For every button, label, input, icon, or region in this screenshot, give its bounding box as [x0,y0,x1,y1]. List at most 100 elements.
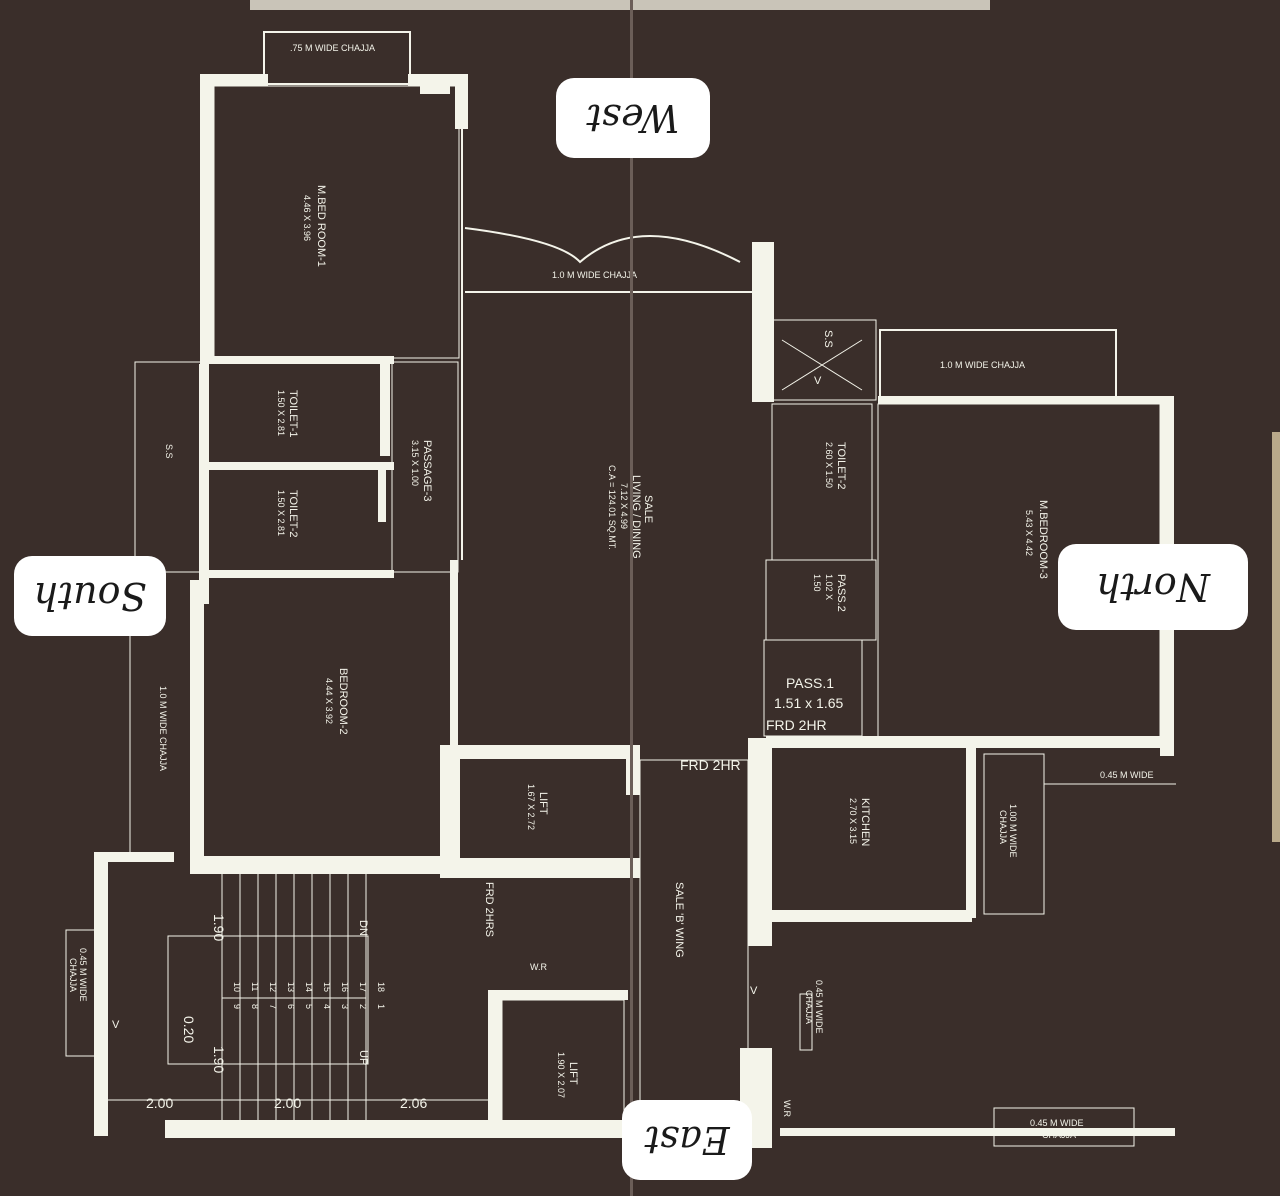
walls [94,74,1175,1148]
stair-numbers: 10 11 12 13 14 15 16 17 18 9 8 7 6 5 4 3… [232,982,386,1009]
wide-045-right: 0.45 M WIDE [1100,770,1154,780]
wall-toilet1-right [380,356,390,456]
lift1-name: LIFT [537,792,549,815]
wall-mbed3-top [878,396,1174,404]
chajja-045-bottom-2: CHAJJA [1042,1130,1076,1140]
stair-num-upper-6: 16 [340,982,350,992]
wall-kitchen-bottom [772,910,972,922]
stair-num-upper-4: 14 [304,982,314,992]
v-marker-3: V [814,375,822,387]
ss-left-box [134,361,206,573]
stair-num-lower-5: 4 [322,1004,332,1009]
stair-treads [221,874,367,1120]
chajja-mid-curve [464,227,741,264]
frd-2hrs: FRD 2HRS [483,882,495,937]
wall-lobby-right [748,738,772,946]
v-marker-1: V [112,1019,120,1031]
ss-top-box [771,319,877,401]
wall-bedroom2-bottom [190,856,450,874]
compass-south-label: South [14,556,166,636]
wall-mbed3-bottom [766,736,1166,748]
wall-lift1-top [440,745,640,759]
wall-column-top [752,242,774,402]
sale-size: 7.12 X 4.99 [619,483,629,529]
mbed1-outline [213,85,460,359]
kitchen-size: 2.70 X 3.15 [848,798,858,844]
passage3-size: 3.15 X 1.00 [410,440,420,486]
wall-toilet-divider [204,462,394,470]
chajja-right-outline [879,329,1117,399]
ss-left-label: S.S [164,444,174,459]
lift2-size: 1.90 X 2.07 [556,1052,566,1098]
dim-206: 2.06 [400,1095,427,1111]
stair-num-lower-8: 1 [376,1004,386,1009]
stair-num-lower-7: 2 [358,1004,368,1009]
chajja-045-bottom-1: 0.45 M WIDE [1030,1118,1084,1128]
wall-lift1-bottom [440,858,640,878]
compass-west-label: West [556,78,710,158]
ss-top-cross-2 [781,339,863,391]
chajja-045-left-2: CHAJJA [68,958,78,992]
wall-mbed1-left [200,74,214,364]
dim-200-a: 2.00 [146,1095,173,1111]
wall-mbed1-top-left [200,74,268,86]
kitchen-chajja-1: 1.00 M WIDE [1008,804,1018,858]
pass2-name: PASS.2 [835,574,847,612]
bedroom2-name: BEDROOM-2 [337,668,349,735]
dim-190-a: 1.90 [211,914,227,941]
mbed1-name: M.BED ROOM-1 [315,185,327,267]
toilet1-name: TOILET-1 [287,390,299,437]
stair-up: UP [357,1050,369,1065]
chajja-mid-label: 1.0 M WIDE CHAJJA [552,270,637,280]
wall-living-left [450,560,458,750]
wall-kitchen-right [966,748,976,918]
dim-020: 0.20 [181,1016,197,1043]
stair-num-upper-7: 17 [358,982,368,992]
wall-toilet2-bottom [204,570,394,578]
wr1-label: W.R [530,962,547,972]
frd-2hr-pass: FRD 2HR [766,717,827,733]
wall-lift1-left [440,745,460,865]
stair-num-upper-8: 18 [376,982,386,992]
stair-num-upper-0: 10 [232,982,242,992]
passage3-name: PASSAGE-3 [421,440,433,502]
chajja-045-mid-1: 0.45 M WIDE [814,980,824,1034]
kitchen-name: KITCHEN [859,798,871,846]
toilet2-right-outline [771,403,873,561]
frd-2hr-lobby: FRD 2HR [680,757,741,773]
compass-east-label: East [622,1100,752,1180]
sale-sub: LIVING / DINING [630,475,642,559]
sale-b-wing-name: SALE 'B' WING [673,882,685,958]
v-marker-2: V [750,985,758,997]
stair-num-lower-3: 6 [286,1004,296,1009]
mbed3-size: 5.43 X 4.42 [1024,510,1034,556]
pass2-size2: 1.50 [812,574,822,592]
stair-num-lower-1: 8 [250,1004,260,1009]
chajja-left-label: 1.0 M WIDE CHAJJA [158,686,168,771]
ss-top-label: S.S [822,330,834,348]
room-labels: .75 M WIDE CHAJJA M.BED ROOM-1 4.46 X 3.… [68,43,1154,1140]
stair-num-upper-2: 12 [268,982,278,992]
wall-lift2-left [488,990,502,1130]
stair-dn: DN [357,920,369,936]
wall-mbed1-corner [420,80,450,94]
toilet1-size: 1.50 X 2.81 [276,390,286,436]
pass1-size: 1.51 x 1.65 [774,695,843,711]
toilet2-right-size: 2.60 X 1.50 [824,442,834,488]
wall-stair-top [94,852,174,862]
chajja-top-outline [263,31,411,85]
chajja-045-left-outline [65,929,99,1057]
stair-num-lower-6: 3 [340,1004,350,1009]
stair-num-upper-3: 13 [286,982,296,992]
sale-area: C.A = 124.01 SQ.MT. [607,465,617,550]
wall-toilet1-top [204,356,394,364]
compass-north-label: North [1058,544,1248,630]
wall-lift2-top [488,990,628,1000]
wall-lift1-right [626,745,640,795]
stair-num-lower-0: 9 [232,1004,242,1009]
passage3-outline [391,361,459,573]
paper-edge-right [1272,432,1280,842]
stair-well-outline [167,935,369,1065]
